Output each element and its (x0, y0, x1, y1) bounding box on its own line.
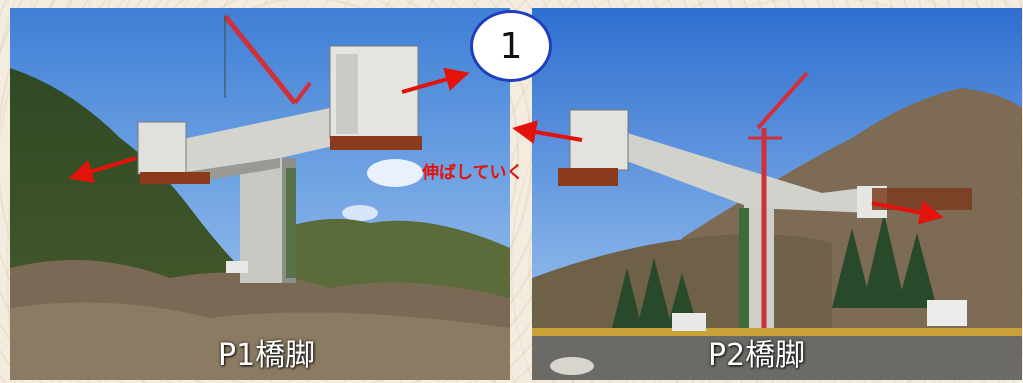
crane-body (293, 81, 312, 105)
debris-pile (550, 357, 594, 375)
extend-annotation: 伸ばしていく (422, 163, 524, 183)
photo-p2-pier: P2橋脚 (532, 8, 1022, 380)
p1-pier-photo-illustration (10, 8, 510, 380)
crane-boom (756, 71, 809, 130)
left-form-traveler (569, 109, 629, 171)
cloud (342, 205, 378, 221)
caption-p2: P2橋脚 (708, 338, 806, 373)
cloud (367, 159, 423, 187)
ground-lot (532, 333, 1022, 380)
site-sign (226, 261, 248, 273)
right-traveler-platform (330, 136, 422, 150)
traveler-panel (336, 54, 358, 134)
p2-pier-photo-illustration (532, 8, 1022, 380)
left-traveler-platform (140, 172, 210, 184)
right-traveler-platform (872, 188, 972, 210)
deck-girder (572, 116, 872, 213)
foreground-brush (10, 302, 510, 380)
conifer-trees (612, 213, 937, 328)
site-hut (672, 313, 706, 331)
scaffold (739, 208, 749, 328)
left-traveler-platform (558, 168, 618, 186)
deck-girder (140, 108, 390, 173)
scaffold (286, 168, 296, 278)
site-hut (927, 300, 967, 326)
crane-boom (223, 14, 297, 105)
caption-p1: P1橋脚 (218, 338, 316, 373)
photo-p1-pier: P1橋脚 (10, 8, 510, 380)
left-form-traveler (137, 121, 187, 175)
step-number-badge: 1 (470, 10, 552, 82)
yellow-barrier (532, 328, 1022, 336)
